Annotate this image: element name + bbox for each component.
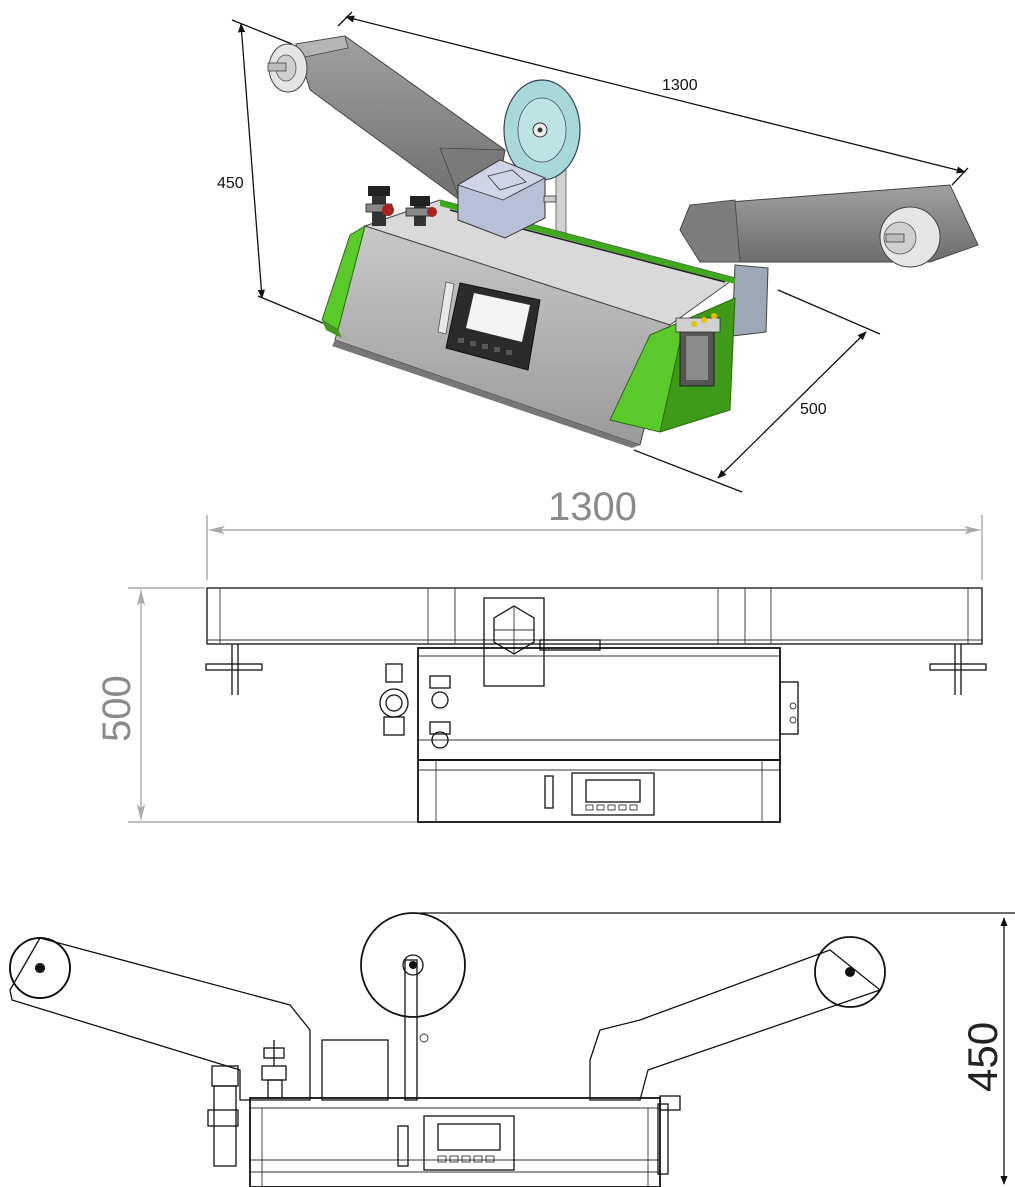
iso-width-dimension: 1300 <box>337 11 969 186</box>
iso-height-label: 450 <box>217 175 244 192</box>
iso-depth-dimension: 500 <box>633 289 881 493</box>
front-height-dimension: 450 <box>420 912 1015 1185</box>
top-view: 1300 500 <box>95 485 987 823</box>
top-width-label: 1300 <box>548 485 637 529</box>
front-height-label: 450 <box>959 1022 1006 1092</box>
top-depth-dimension: 500 <box>95 587 418 823</box>
iso-console <box>321 224 736 448</box>
top-width-dimension: 1300 <box>206 485 983 580</box>
iso-depth-label: 500 <box>800 401 827 418</box>
iso-right-arm <box>679 184 979 337</box>
iso-clamp-block <box>457 159 557 239</box>
iso-test-disc <box>503 79 581 271</box>
iso-width-label: 1300 <box>662 77 698 94</box>
front-view: 450 <box>9 912 1015 1187</box>
iso-height-dimension: 450 <box>217 19 331 327</box>
iso-regulators <box>365 186 437 226</box>
isometric-view: 1300 450 500 <box>217 11 979 493</box>
top-depth-label: 500 <box>95 675 139 742</box>
